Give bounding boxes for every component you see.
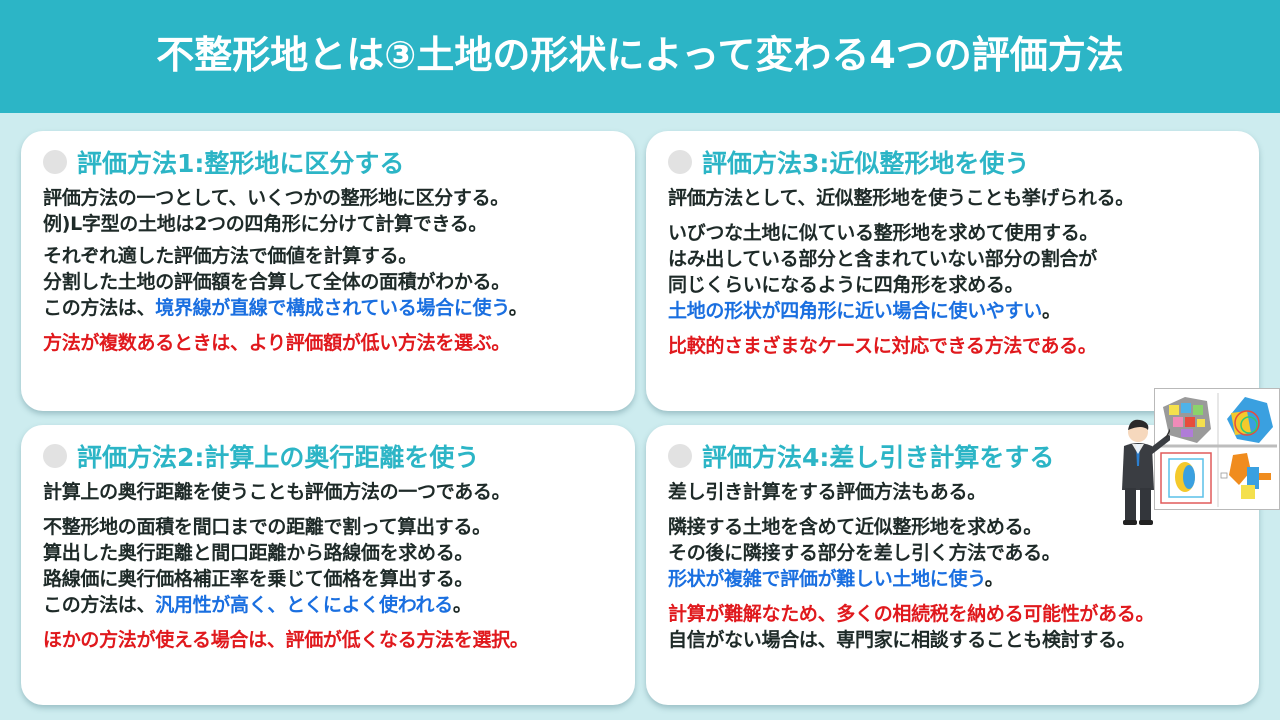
method-card-1: 評価方法1:整形地に区分する 評価方法の一つとして、いくつかの整形地に区分する。…	[21, 131, 635, 411]
text-line: 自信がない場合は、専門家に相談することも検討する。	[668, 629, 1136, 651]
header-banner: 不整形地とは③土地の形状によって変わる4つの評価方法	[0, 0, 1280, 113]
method-card-3: 評価方法3:近似整形地を使う 評価方法として、近似整形地を使うことも挙げられる。…	[646, 131, 1259, 411]
bullet-dot-icon	[43, 444, 67, 468]
text-line: 算出した奥行距離と間口距離から路線価を求める。	[43, 542, 474, 564]
bullet-dot-icon	[668, 150, 692, 174]
card-title-text: 評価方法4:差し引き計算をする	[702, 443, 1055, 472]
text-line: その後に隣接する部分を差し引く方法である。	[668, 542, 1061, 564]
text-line: はみ出している部分と含まれていない部分の割合が	[668, 248, 1097, 270]
text-line: この方法は、境界線が直線で構成されている場合に使う。	[43, 295, 635, 321]
card-title: 評価方法2:計算上の奥行距離を使う	[43, 439, 635, 473]
text-segment: 。	[452, 594, 472, 616]
method-card-2: 評価方法2:計算上の奥行距離を使う 計算上の奥行距離を使うことも評価方法の一つで…	[21, 425, 635, 705]
text-line: 差し引き計算をする評価方法もある。	[668, 481, 986, 503]
highlight-red: 比較的さまざまなケースに対応できる方法である。	[668, 335, 1097, 357]
text-line: 分割した土地の評価額を合算して全体の面積がわかる。	[43, 271, 510, 293]
text-line: それぞれ適した評価方法で価値を計算する。	[43, 245, 418, 267]
highlight-red: 計算が難解なため、多くの相続税を納める可能性がある。	[668, 603, 1155, 625]
card-title: 評価方法4:差し引き計算をする	[668, 439, 1259, 473]
bullet-dot-icon	[43, 150, 67, 174]
card-title: 評価方法3:近似整形地を使う	[668, 145, 1259, 179]
text-segment: この方法は、	[43, 594, 156, 616]
card-title: 評価方法1:整形地に区分する	[43, 145, 635, 179]
highlight-red: ほかの方法が使える場合は、評価が低くなる方法を選択。	[43, 629, 529, 651]
highlight-blue: 汎用性が高く、とくによく使われる	[155, 594, 453, 616]
text-line: 路線価に奥行価格補正率を乗じて価格を算出する。	[43, 568, 474, 590]
text-line: 形状が複雑で評価が難しい土地に使う。	[668, 566, 1259, 592]
text-line: この方法は、汎用性が高く、とくによく使われる。	[43, 592, 635, 618]
presenter-with-land-maps-icon	[1110, 388, 1280, 528]
presenter-person-icon	[1122, 419, 1170, 525]
text-segment: 。	[508, 297, 528, 319]
highlight-blue: 形状が複雑で評価が難しい土地に使う	[668, 568, 985, 590]
text-line: 同じくらいになるように四角形を求める。	[668, 274, 1024, 296]
text-line: 不整形地の面積を間口までの距離で割って算出する。	[43, 516, 491, 538]
text-segment: 。	[1042, 300, 1061, 322]
page-title: 不整形地とは③土地の形状によって変わる4つの評価方法	[156, 33, 1124, 77]
text-line: いびつな土地に似ている整形地を求めて使用する。	[668, 222, 1099, 244]
text-line: 土地の形状が四角形に近い場合に使いやすい。	[668, 298, 1259, 324]
text-line: 例)L字型の土地は2つの四角形に分けて計算できる。	[43, 213, 488, 235]
card-title-text: 評価方法2:計算上の奥行距離を使う	[77, 443, 480, 472]
text-segment: 。	[984, 568, 1004, 590]
card-title-text: 評価方法1:整形地に区分する	[77, 149, 405, 178]
text-line: 隣接する土地を含めて近似整形地を求める。	[668, 516, 1043, 538]
card-title-text: 評価方法3:近似整形地を使う	[702, 149, 1030, 178]
map-board-icon	[1154, 388, 1280, 510]
text-line: 計算上の奥行距離を使うことも評価方法の一つである。	[43, 481, 511, 503]
highlight-blue: 境界線が直線で構成されている場合に使う	[155, 297, 509, 319]
highlight-red: 方法が複数あるときは、より評価額が低い方法を選ぶ。	[43, 332, 511, 354]
text-line: 評価方法の一つとして、いくつかの整形地に区分する。	[43, 187, 509, 209]
bullet-dot-icon	[668, 444, 692, 468]
text-line: 評価方法として、近似整形地を使うことも挙げられる。	[668, 187, 1134, 209]
highlight-blue: 土地の形状が四角形に近い場合に使いやすい	[668, 300, 1043, 322]
text-segment: この方法は、	[43, 297, 156, 319]
